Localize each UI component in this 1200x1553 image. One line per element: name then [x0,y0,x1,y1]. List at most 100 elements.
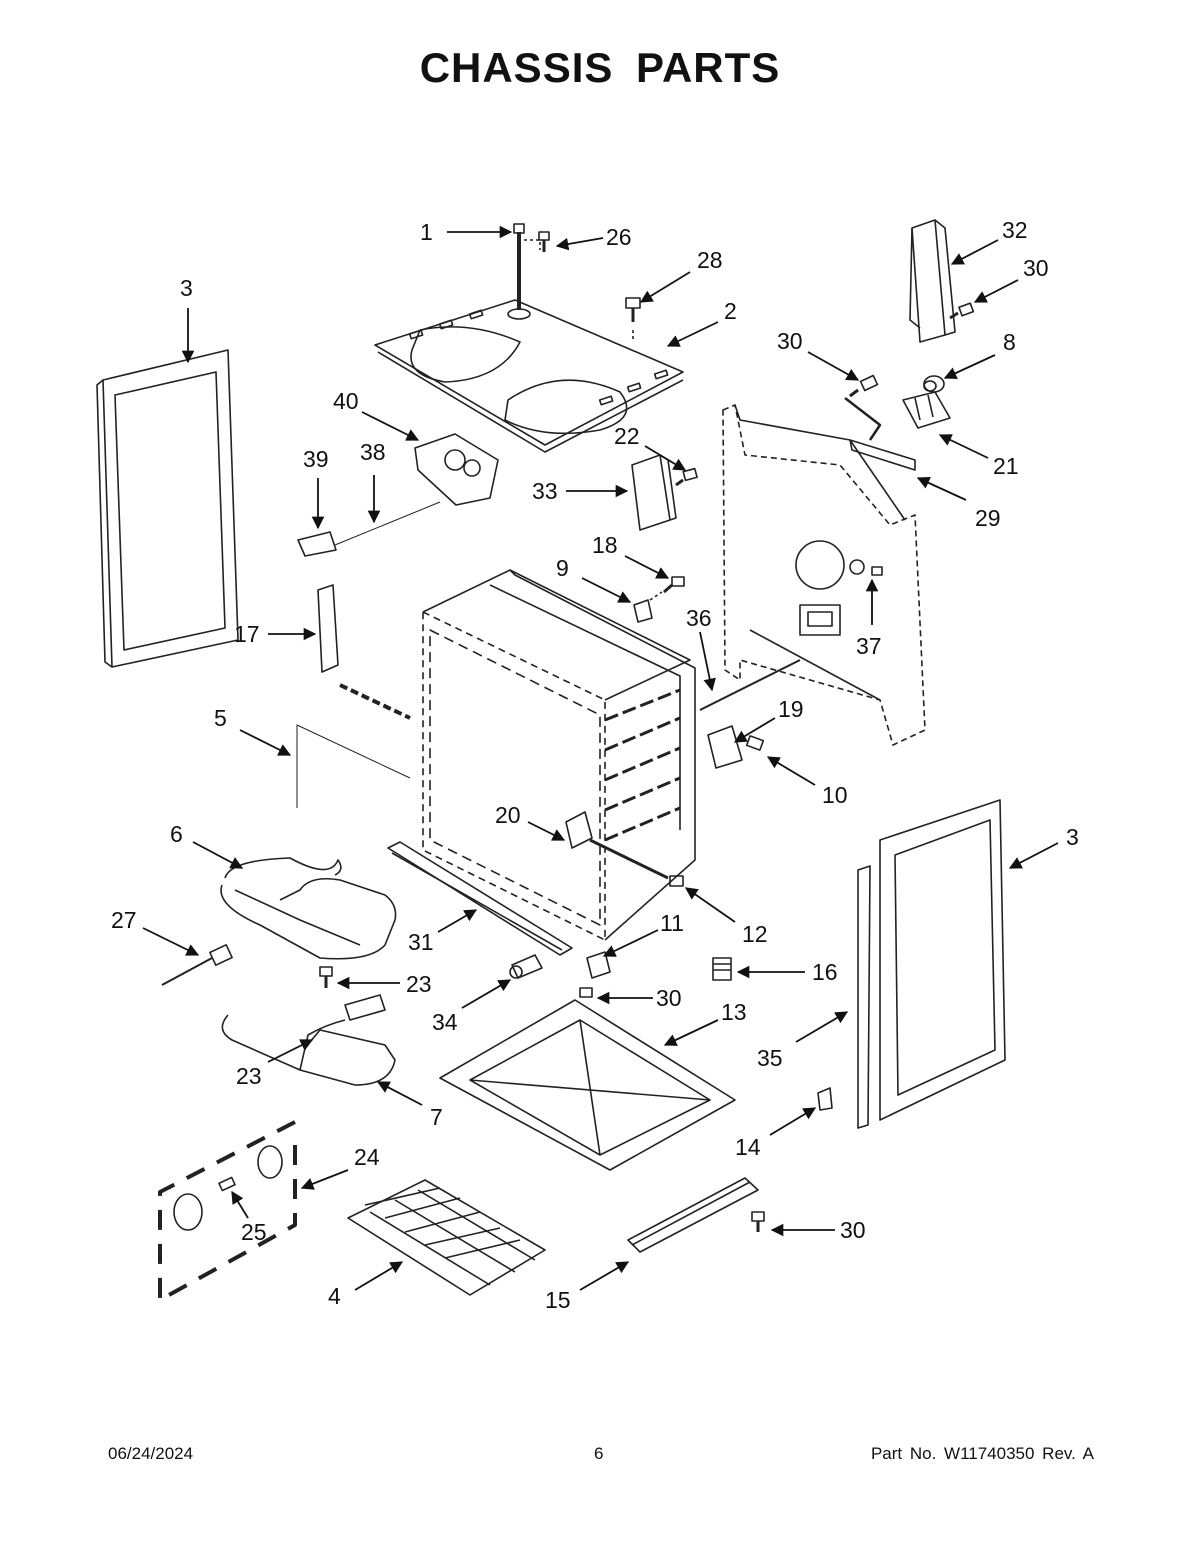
callout-28: 28 [697,247,723,273]
callout-3a: 3 [180,275,193,301]
callout-26: 26 [606,224,632,250]
callout-21: 21 [993,453,1019,479]
side-panel-left-part [96,349,239,668]
fastener-37-part [871,566,883,576]
cover-33-part [631,454,677,531]
callout-10: 10 [822,782,848,808]
leader-8 [943,354,996,379]
leader-18 [624,555,670,579]
leader-30b [807,351,860,381]
callout-30b: 30 [777,328,803,354]
bracket-21-part [902,391,951,429]
callout-35: 35 [757,1045,783,1071]
footer-page-number: 6 [594,1444,604,1463]
callout-12: 12 [742,921,768,947]
callout-31: 31 [408,929,434,955]
leader-10 [766,756,816,786]
callout-7: 7 [430,1104,443,1130]
callout-20: 20 [495,802,521,828]
footer-part-number: Part No. W11740350 Rev. A [870,1444,1094,1463]
leader-26 [555,237,604,251]
callout-34: 34 [432,1009,458,1035]
leader-19 [733,717,776,743]
page-title: CHASSIS PARTS [419,44,781,91]
leader-4 [354,1261,404,1291]
leader-13 [663,1019,719,1046]
callout-25: 25 [241,1219,267,1245]
callout-2: 2 [724,298,737,324]
sensor-27-part [161,944,233,986]
footer-date: 06/24/2024 [108,1444,194,1463]
screw-30b-part [849,374,879,398]
foot-16-part [712,957,732,981]
screw-30c-part [579,987,593,998]
callout-30c: 30 [656,985,682,1011]
bracket-19-part [707,725,743,769]
leader-22 [644,445,687,471]
screw-30a-part [949,302,975,320]
leader-2 [666,321,719,347]
callout-13: 13 [721,999,747,1025]
rear-panel-part [722,404,926,746]
bracket-32-part [909,219,956,343]
leader-5 [239,729,292,756]
callout-18: 18 [592,532,618,558]
leader-6 [192,841,244,869]
screw-30d-part [751,1211,765,1232]
knob-set-24-part [158,1120,297,1302]
center-pin-part [513,223,541,310]
callout-39: 39 [303,446,329,472]
screw-18-part [663,576,685,594]
leader-25 [231,1190,249,1219]
leader-36 [699,631,716,692]
igniter-34-part [509,954,543,979]
oven-cavity-part [422,569,696,941]
leader-35 [795,1011,849,1043]
callout-23a: 23 [406,971,432,997]
screw-22-part [675,467,698,487]
bracket-39-part [297,531,337,557]
callout-14: 14 [735,1134,761,1160]
callout-30d: 30 [840,1217,866,1243]
wire-36-part [699,659,801,711]
leader-24 [300,1169,349,1190]
screw-23a-part [319,966,333,988]
screw-10-part [745,735,765,751]
clip-9-part [633,591,663,623]
callout-36: 36 [686,605,712,631]
bracket-17-part [317,584,411,720]
clip-14-part [817,1087,833,1111]
callout-15: 15 [545,1287,571,1313]
leader-27 [142,927,200,956]
leader-20 [527,821,566,841]
callout-3b: 3 [1066,824,1079,850]
screw-26-part [538,231,550,252]
leader-31 [437,909,478,933]
broil-element-6-part [220,857,397,960]
bottom-panel-13-part [439,999,736,1171]
callout-22: 22 [614,423,640,449]
screw-12-part [669,875,684,887]
leader-12 [684,887,736,923]
knob-8-part [923,375,945,393]
wire-38-part [334,501,441,546]
leader-7 [376,1081,423,1106]
callout-23b: 23 [236,1063,262,1089]
screw-28-part [625,297,641,340]
latch-20-part [565,811,669,880]
controller-40-part [414,433,499,506]
leader-28 [639,271,691,303]
leader-15 [579,1261,630,1291]
seal-5-part [296,724,411,808]
thermostat-11-part [586,951,611,979]
callout-24: 24 [354,1144,380,1170]
oven-rack-4-part [347,1179,546,1296]
callout-8: 8 [1003,329,1016,355]
leader-40 [361,411,420,441]
leader-32 [950,239,999,265]
callout-30a: 30 [1023,255,1049,281]
callout-17: 17 [234,621,260,647]
callout-11: 11 [660,910,684,936]
leader-11 [602,929,659,957]
callout-32: 32 [1002,217,1028,243]
